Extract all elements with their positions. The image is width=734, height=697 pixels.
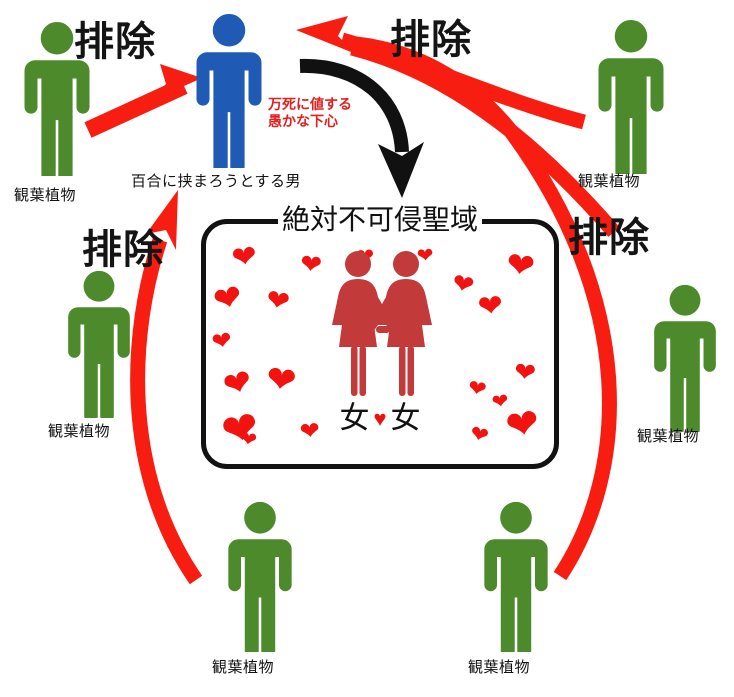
heart-icon: ❤ [476,288,505,325]
figure-plant-top-right [598,19,664,174]
caption-plant-top-right: 観葉植物 [578,174,641,190]
caption-plant-mid-left: 観葉植物 [48,424,111,440]
scorn-annotation: 万死に値する 愚かな下心 [268,97,352,131]
caption-plant-top-left: 観葉植物 [14,188,77,204]
exclude-label-top-left: 排除 [74,19,156,65]
sanctuary-title-row: 絶対不可侵聖域 [201,204,559,238]
scorn-line-1: 万死に値する [268,98,352,113]
heart-icon: ♥ [373,406,387,431]
heart-icon: ❤ [263,358,299,402]
heart-icon: ❤ [263,284,293,319]
arrow-intruder-to-sanctuary [299,58,424,198]
heart-icon: ❤ [229,239,260,276]
sanctuary-box [201,219,559,469]
caption-plant-bottom-left: 観葉植物 [212,660,275,676]
heart-icon: ❤ [209,327,235,357]
heart-icon: ❤ [512,356,538,389]
caption-plant-bottom-right: 観葉植物 [468,660,531,676]
figure-plant-mid-right [654,284,716,432]
heart-icon: ❤ [298,248,324,281]
female-female-label: 女♥女 [201,404,559,434]
exclude-label-mid-left: 排除 [82,227,164,273]
caption-intruder: 百合に挟まろうとする男 [131,174,302,190]
sanctuary-title: 絶対不可侵聖域 [277,207,482,235]
figure-female-couple [332,251,432,396]
heart-icon: ❤ [503,246,538,287]
scorn-line-2: 愚かな下心 [268,115,338,131]
figure-female-right [366,251,432,396]
female-symbol-right: 女 [390,402,421,435]
figure-plant-bottom-left [228,501,292,652]
caption-plant-mid-right: 観葉植物 [637,429,700,445]
female-symbol-left: 女 [339,402,370,435]
exclude-label-top-right: 排除 [390,17,472,63]
exclude-label-mid-right: 排除 [568,215,650,261]
figure-intruder [196,13,262,168]
figure-plant-bottom-right [484,501,548,652]
heart-icon: ❤ [466,374,489,403]
arrow-topleft-to-intruder [84,64,202,138]
figure-plant-mid-left [68,270,130,418]
